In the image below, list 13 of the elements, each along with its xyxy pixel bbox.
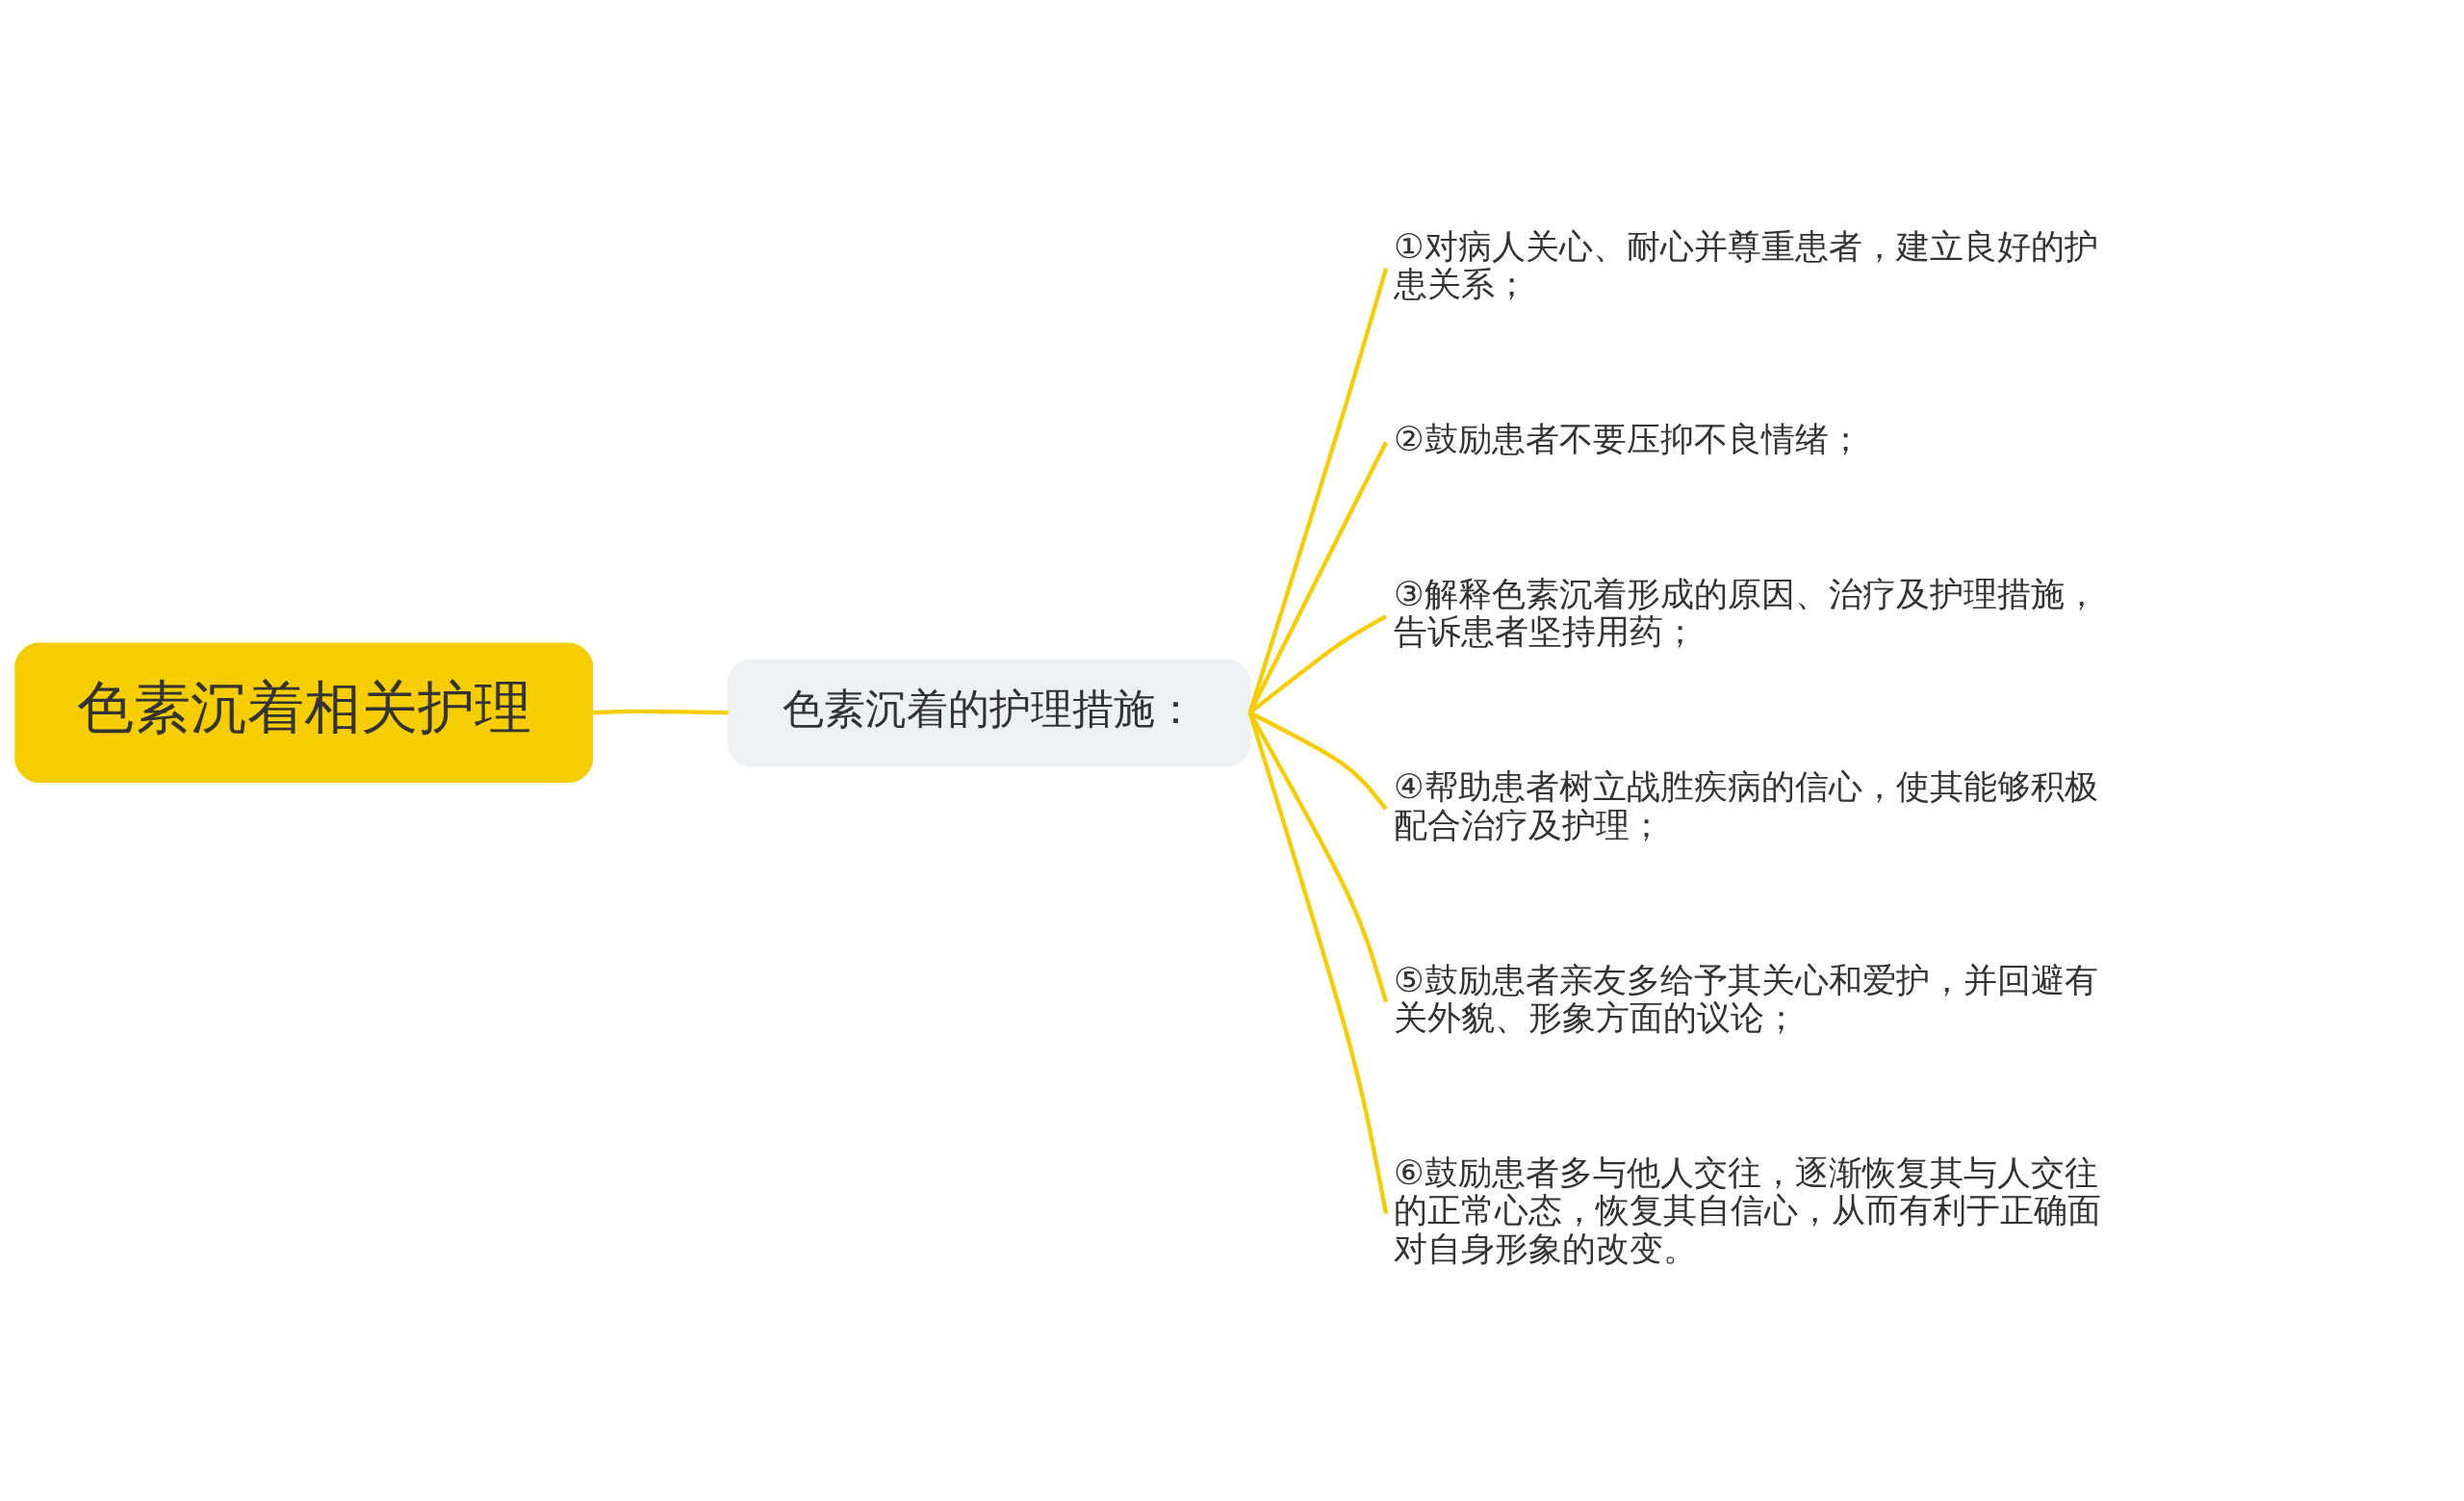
connector [1247,441,1388,714]
node-text: ④帮助患者树立战胜疾病的信心，使其能够积极配合治疗及护理； [1393,766,2098,844]
node-text: ①对病人关心、耐心并尊重患者，建立良好的护患关系； [1393,225,2098,304]
node-text: ③解释色素沉着形成的原因、治疗及护理措施，告诉患者坚持用药； [1393,574,2098,652]
connector [1247,712,1389,1215]
connector [1247,268,1389,713]
connector [1247,712,1389,1003]
node-box: 色素沉着的护理措施： [727,659,1251,767]
node-box: 色素沉着相关护理 [14,642,594,783]
node-text: ⑥鼓励患者多与他人交往，逐渐恢复其与人交往的正常心态，恢复其自信心，从而有利于正确面对自身形象的改变。 [1393,1152,2101,1268]
node-text: ②鼓励患者不要压抑不良情绪； [1393,419,1862,459]
connector [593,709,729,715]
node-text: ⑤鼓励患者亲友多给予其关心和爱护，并回避有关外貌、形象方面的议论； [1393,959,2098,1037]
